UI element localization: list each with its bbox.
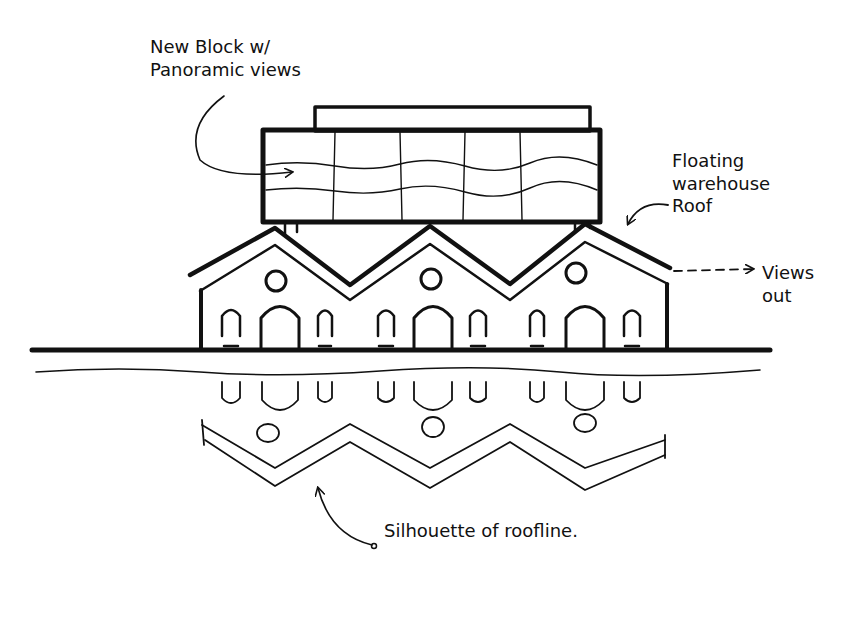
round-window xyxy=(266,271,286,291)
round-window xyxy=(421,269,441,289)
leader-line xyxy=(196,96,292,174)
upper-block xyxy=(315,107,590,131)
round-window xyxy=(566,263,586,283)
note-label: Views out xyxy=(762,262,834,307)
warehouse-drawing xyxy=(32,96,770,549)
arched-windows xyxy=(222,310,640,346)
floating-roof xyxy=(190,224,670,285)
view-arrow xyxy=(674,269,753,271)
roof-underside xyxy=(200,242,668,300)
note-label: New Block w/ Panoramic views xyxy=(150,36,315,81)
water-line xyxy=(36,368,760,376)
leader-line xyxy=(628,204,668,224)
note-label: Floating warehouse Roof xyxy=(672,150,784,218)
ground-line xyxy=(32,348,770,353)
new-block xyxy=(263,130,600,222)
reflection xyxy=(202,382,665,490)
note-label: Silhouette of roofline. xyxy=(384,520,584,543)
arched-doors xyxy=(261,307,604,351)
leader-line xyxy=(318,488,372,545)
glazing-grid xyxy=(266,132,597,220)
walls xyxy=(201,284,667,350)
leader-dot xyxy=(372,544,377,549)
